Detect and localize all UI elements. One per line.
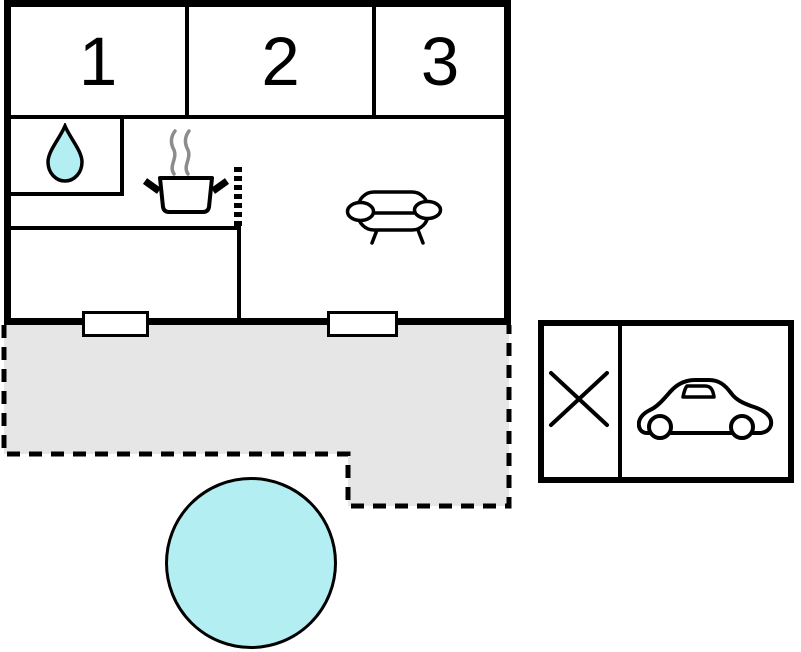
car-body <box>637 378 774 435</box>
steam-line-1 <box>169 129 177 176</box>
cooking-pot-icon <box>142 129 230 214</box>
terrace-area <box>1 325 512 509</box>
terrace-fill <box>4 325 509 506</box>
room-2-label: 2 <box>261 22 300 100</box>
steam-line-2 <box>183 129 191 176</box>
window-2 <box>327 311 398 337</box>
sofa-icon <box>345 190 443 245</box>
water-drop-icon <box>46 123 84 183</box>
room-2: 2 <box>189 7 372 115</box>
wall-kitchen-horizontal <box>11 226 241 230</box>
pot-handle-right <box>210 178 230 194</box>
car-wheel-left <box>647 414 673 440</box>
room-1: 1 <box>11 7 185 115</box>
window-1 <box>82 311 149 337</box>
room-1-label: 1 <box>78 22 118 100</box>
outbuilding-divider-wall <box>618 326 622 477</box>
sofa-leg-left <box>370 228 379 245</box>
room-3: 3 <box>376 7 504 115</box>
room-3-label: 3 <box>420 22 460 100</box>
car-window <box>681 384 716 399</box>
wall-room2-room3 <box>372 7 376 119</box>
cross-icon <box>549 371 609 427</box>
pool-circle <box>165 477 337 649</box>
car-wheel-right <box>729 414 755 440</box>
pot-body <box>158 176 214 214</box>
sofa-armrest-right <box>412 199 443 221</box>
wall-livingroom-vertical <box>237 226 241 318</box>
car-icon <box>637 378 774 440</box>
terrace-dashed-border <box>1 325 512 509</box>
pot-handle-left <box>142 178 162 194</box>
kitchen-dashed-partition <box>234 167 242 227</box>
sofa-armrest-left <box>345 200 376 223</box>
wall-rooms-bottom <box>11 115 504 119</box>
sofa-leg-right <box>416 228 425 245</box>
wall-room1-room2 <box>185 7 189 119</box>
